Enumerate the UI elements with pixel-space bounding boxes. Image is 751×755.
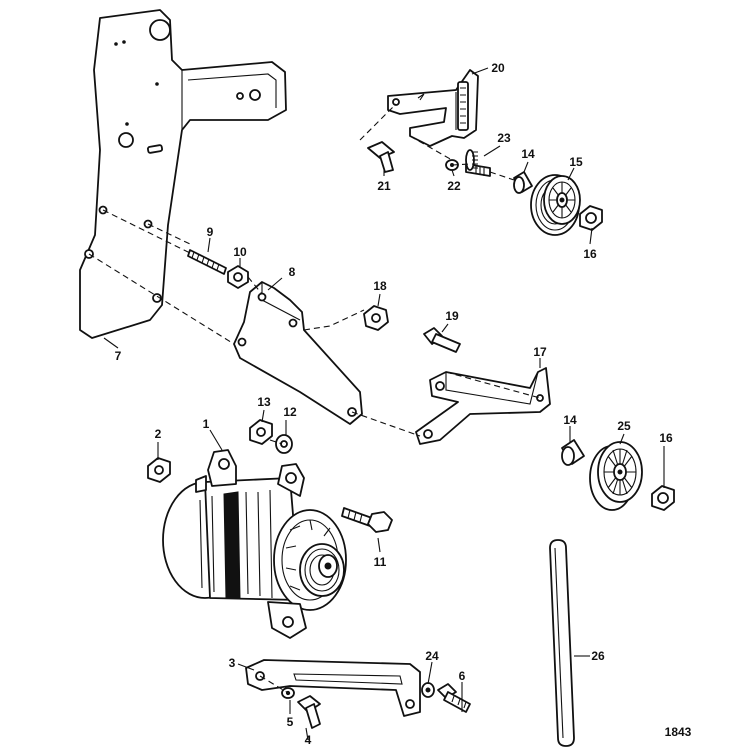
callout-13: 13 xyxy=(257,395,271,409)
callout-14-lower: 14 xyxy=(563,413,577,427)
callout-5: 5 xyxy=(287,715,294,729)
callout-16-lower: 16 xyxy=(659,431,673,445)
callout-6: 6 xyxy=(459,669,466,683)
callout-16-upper: 16 xyxy=(583,247,597,261)
part-9-stud xyxy=(187,249,227,275)
leader-lines xyxy=(103,67,665,741)
callout-15: 15 xyxy=(569,155,583,169)
callout-24: 24 xyxy=(425,649,439,663)
part-10-nut xyxy=(227,265,249,289)
part-8-bracket xyxy=(233,281,363,425)
part-15-idler-pulley xyxy=(530,174,581,236)
callout-8: 8 xyxy=(289,265,296,279)
part-19-bolt xyxy=(423,327,461,353)
plate-large-hole xyxy=(149,19,171,41)
callout-9: 9 xyxy=(207,225,214,239)
part-24-washer xyxy=(421,682,435,698)
callout-labels: 1 2 3 4 5 6 7 8 9 10 11 12 13 14 14 15 1… xyxy=(115,61,692,747)
assembly-lines xyxy=(88,103,541,695)
part-18-nut xyxy=(363,305,389,331)
callout-2: 2 xyxy=(155,427,162,441)
part-20-upper-bracket xyxy=(387,69,479,147)
part-12-washer xyxy=(275,434,293,454)
part-21-bolt xyxy=(367,141,395,173)
part-14-spacer-upper xyxy=(513,171,533,194)
callout-17: 17 xyxy=(533,345,547,359)
part-26-drive-belt xyxy=(549,539,575,747)
part-14-spacer-lower xyxy=(561,439,585,466)
callout-1: 1 xyxy=(203,417,210,431)
callout-3: 3 xyxy=(229,656,236,670)
part-25-idler-pulley xyxy=(589,441,643,511)
part-4-bolt xyxy=(297,695,321,729)
callout-19: 19 xyxy=(445,309,459,323)
callout-11: 11 xyxy=(374,555,387,569)
callout-22: 22 xyxy=(447,179,461,193)
part-23-stud xyxy=(465,149,491,177)
part-7-mounting-plate xyxy=(79,9,287,339)
part-16-nut-lower xyxy=(651,485,675,511)
part-6-bolt xyxy=(437,683,471,713)
part-1-alternator xyxy=(162,449,347,639)
callout-21: 21 xyxy=(377,179,391,193)
callout-12: 12 xyxy=(283,405,297,419)
part-17-idler-bracket xyxy=(415,367,551,445)
callout-4: 4 xyxy=(305,733,312,747)
callout-20: 20 xyxy=(491,61,505,75)
part-11-bolt xyxy=(341,507,393,533)
part-3-adjusting-brace xyxy=(245,659,421,717)
callout-23: 23 xyxy=(497,131,511,145)
callout-7: 7 xyxy=(115,349,122,363)
part-16-nut-upper xyxy=(579,205,603,231)
callout-25: 25 xyxy=(617,419,631,433)
callout-18: 18 xyxy=(373,279,387,293)
figure-number: 1843 xyxy=(665,725,692,739)
part-2-nut xyxy=(147,457,171,483)
callout-26: 26 xyxy=(591,649,605,663)
callout-14-upper: 14 xyxy=(521,147,535,161)
callout-10: 10 xyxy=(233,245,247,259)
part-13-nut xyxy=(249,419,273,445)
